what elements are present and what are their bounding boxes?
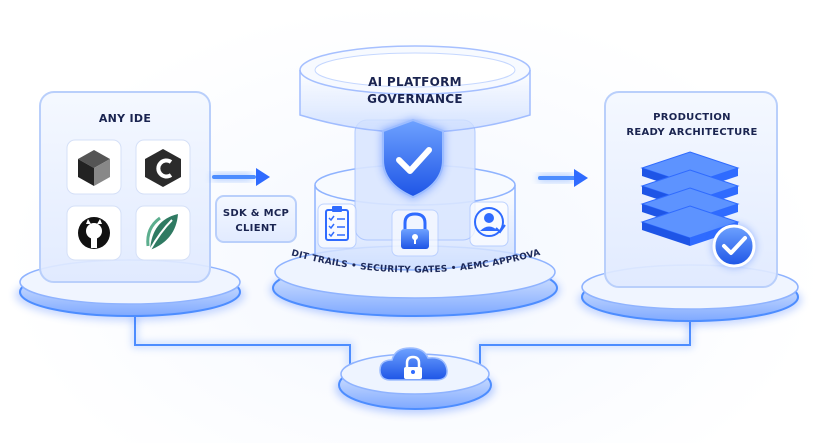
tool-tile-c[interactable] [135,139,191,195]
production-title: PRODUCTION READY ARCHITECTURE [612,110,772,140]
padlock-icon [391,209,439,257]
governance-title-line2: GOVERNANCE [367,92,463,106]
network-lines [132,315,693,370]
tool-tile-github[interactable] [66,205,122,261]
governance-title: AI PLATFORM GOVERNANCE [330,74,500,108]
clipboard-checklist-icon [317,203,357,249]
cloud-lock-node [335,347,495,414]
c-logo-icon [145,149,181,187]
ide-title: ANY IDE [98,112,152,125]
cube-icon [78,150,110,186]
shield-check-icon [381,118,445,200]
tool-tile-leaf[interactable] [135,205,191,261]
production-title-line1: PRODUCTION [653,112,731,123]
github-icon [78,217,110,249]
check-badge-icon [712,224,756,268]
tool-tile-cube[interactable] [66,139,122,195]
ide-section [15,91,245,321]
sdk-client-box [215,195,297,243]
production-section [578,91,802,326]
arrow-ide-to-sdk [212,168,270,186]
cloud-lock-icon [379,347,448,381]
sdk-client-label: SDK & MCP CLIENT [222,208,290,234]
leaf-icon [146,214,178,251]
user-badge-icon [469,201,509,247]
arrow-gov-to-prod [538,169,588,187]
governance-title-line1: AI PLATFORM [368,75,462,89]
server-stack-icon [640,151,740,246]
production-title-line2: READY ARCHITECTURE [626,127,758,138]
